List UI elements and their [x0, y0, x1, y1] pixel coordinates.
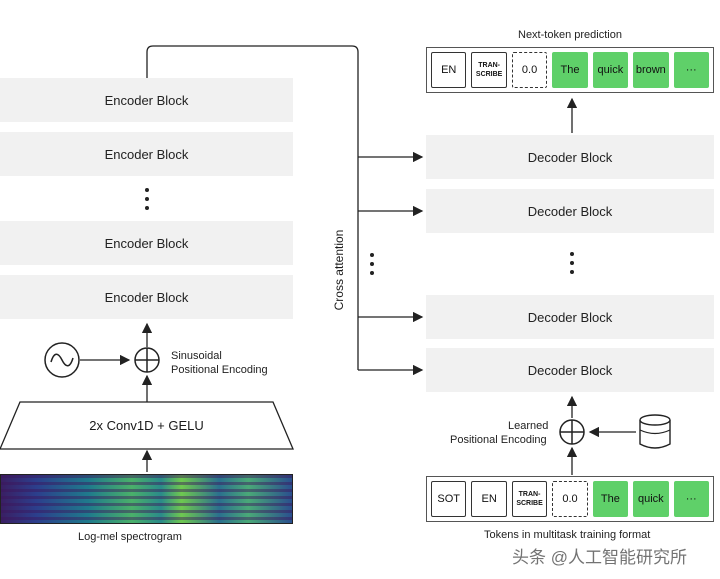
token: ···	[673, 52, 709, 88]
token: ···	[673, 481, 709, 517]
conv-label: 2x Conv1D + GELU	[89, 418, 204, 433]
decoder-block: Decoder Block	[426, 135, 714, 179]
token: TRAN- SCRIBE	[511, 481, 548, 517]
token: 0.0	[511, 52, 548, 88]
input-tokens-caption: Tokens in multitask training format	[484, 529, 651, 541]
sinusoidal-label-2: Positional Encoding	[171, 364, 268, 376]
token: The	[592, 481, 629, 517]
token: TRAN- SCRIBE	[471, 52, 507, 88]
token: The	[552, 52, 588, 88]
decoder-ellipsis	[570, 252, 574, 274]
token: quick	[592, 52, 629, 88]
encoder-block: Encoder Block	[0, 132, 293, 176]
decoder-block: Decoder Block	[426, 295, 714, 339]
sinusoid-icon	[44, 342, 80, 378]
token: SOT	[431, 481, 467, 517]
token: 0.0	[552, 481, 588, 517]
decoder-block: Decoder Block	[426, 189, 714, 233]
encoder-block: Encoder Block	[0, 221, 293, 265]
learned-label-2: Positional Encoding	[450, 434, 547, 446]
conv-shape	[0, 401, 294, 450]
prediction-token-row: EN TRAN- SCRIBE 0.0 The quick brown ···	[426, 47, 714, 93]
encoder-block: Encoder Block	[0, 78, 293, 122]
spectrogram-label: Log-mel spectrogram	[78, 531, 182, 543]
cross-attention-ellipsis	[370, 253, 374, 275]
learned-embedding-icon	[639, 414, 671, 449]
decoder-add-icon	[559, 419, 585, 445]
learned-label-1: Learned	[508, 420, 549, 432]
decoder-block: Decoder Block	[426, 348, 714, 392]
encoder-ellipsis	[145, 188, 149, 210]
spectrogram-image	[0, 474, 293, 524]
token: brown	[633, 52, 669, 88]
sinusoidal-label-1: Sinusoidal	[171, 350, 222, 362]
cross-attention-label: Cross attention	[332, 220, 348, 320]
token: quick	[633, 481, 669, 517]
token: EN	[471, 481, 507, 517]
watermark: 头条 @人工智能研究所	[512, 548, 687, 567]
encoder-add-icon	[134, 347, 160, 373]
encoder-block: Encoder Block	[0, 275, 293, 319]
token: EN	[431, 52, 467, 88]
input-token-row: SOT EN TRAN- SCRIBE 0.0 The quick ···	[426, 476, 714, 522]
prediction-title: Next-token prediction	[518, 29, 622, 41]
